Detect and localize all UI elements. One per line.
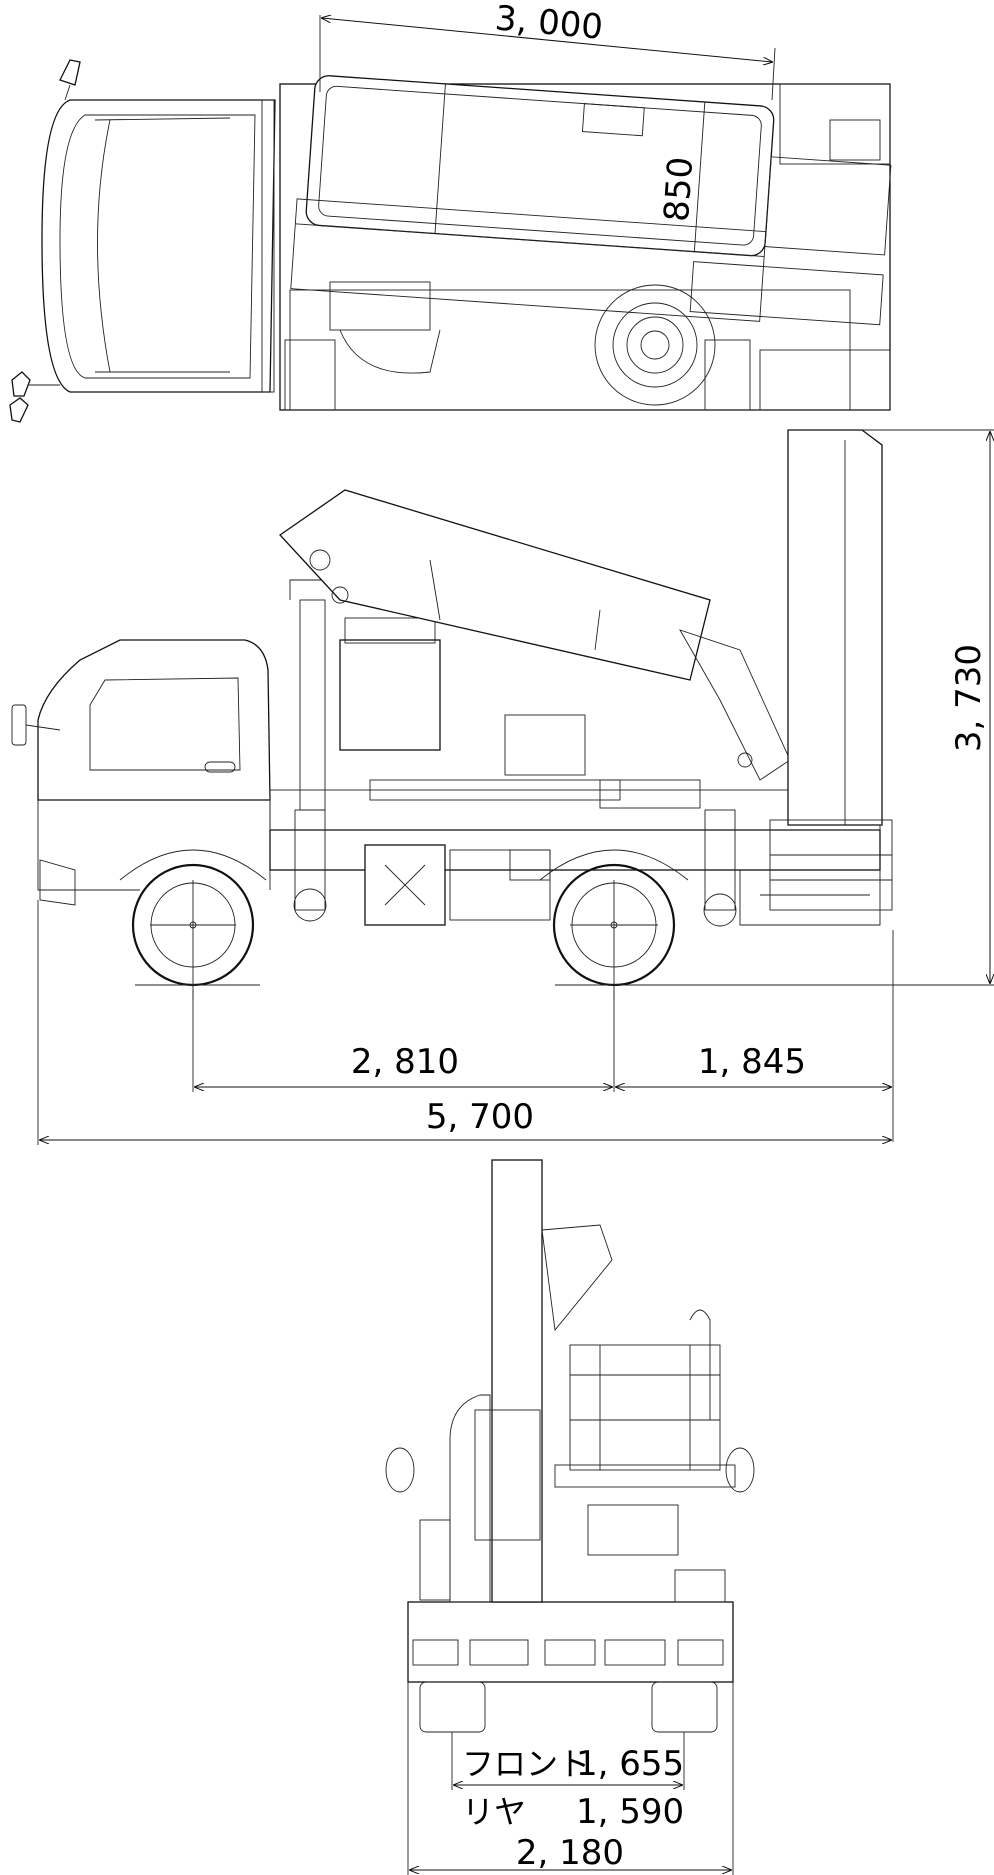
front-wheel xyxy=(119,849,267,1000)
dim-height: 3, 730 xyxy=(949,644,989,752)
dim-boom-length: 3, 000 xyxy=(493,0,604,48)
rear-wheel xyxy=(539,849,689,1000)
hydraulic-unit xyxy=(504,714,586,776)
basket-rear xyxy=(554,1309,736,1488)
top-view: 3, 000 850 xyxy=(9,0,892,423)
dim-wheelbase: 2, 810 xyxy=(351,1042,459,1082)
boom-top xyxy=(290,198,767,322)
dim-overall-length: 5, 700 xyxy=(426,1097,534,1137)
cab-side xyxy=(37,639,271,801)
dim-rear-overhang: 1, 845 xyxy=(698,1042,806,1082)
boom-column xyxy=(769,429,893,911)
rear-wheel-right xyxy=(651,1681,718,1733)
rear-wheel-left xyxy=(419,1681,486,1733)
rear-bumper xyxy=(407,1601,734,1683)
front-track-label: フロント xyxy=(462,1745,590,1783)
rear-view: フロント 1, 655 リヤ 1, 590 2, 180 xyxy=(385,1159,755,1875)
cab-window xyxy=(89,677,241,771)
dim-basket-width: 850 xyxy=(657,155,701,223)
side-mirror xyxy=(11,704,27,746)
dim-overall-width: 2, 180 xyxy=(516,1833,624,1873)
column-rear xyxy=(491,1159,543,1603)
mirror-top-left xyxy=(59,59,81,86)
mirror-bottom-left xyxy=(11,371,31,397)
rear-track-label: リヤ xyxy=(462,1793,526,1831)
side-view: 3, 730 2, 810 1, 845 5, 700 xyxy=(11,429,994,1145)
front-track-value: 1, 655 xyxy=(576,1744,684,1784)
boom-side xyxy=(279,489,791,781)
platform-basket xyxy=(339,639,441,751)
rear-track-value: 1, 590 xyxy=(576,1792,684,1832)
cab-top xyxy=(41,99,276,393)
